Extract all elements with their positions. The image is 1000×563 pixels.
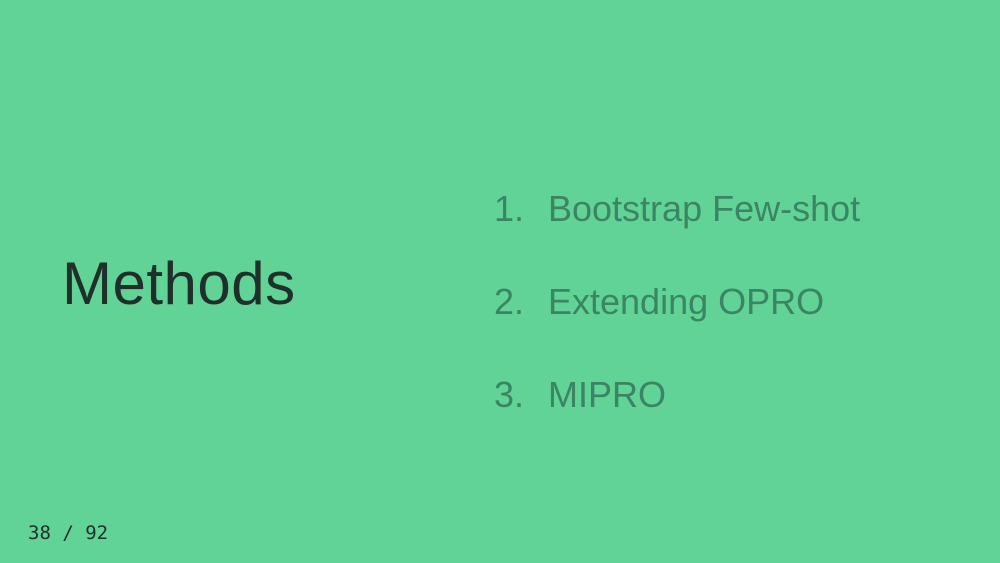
page-counter: 38 / 92 [28,522,109,544]
list-item-label: Bootstrap Few-shot [548,188,861,229]
list-item: 2. Extending OPRO [488,279,824,372]
list-item-number: 2. [493,281,524,322]
methods-list: 1. Bootstrap Few-shot 2. Extending OPRO … [488,186,860,465]
list-item-number: 3. [493,374,524,415]
list-item: 3. MIPRO [488,372,666,465]
list-item-number: 1. [493,188,524,229]
list-item: 1. Bootstrap Few-shot [488,186,860,279]
slide-title: Methods [62,250,296,317]
list-item-label: MIPRO [548,374,667,415]
list-item-label: Extending OPRO [548,281,825,322]
